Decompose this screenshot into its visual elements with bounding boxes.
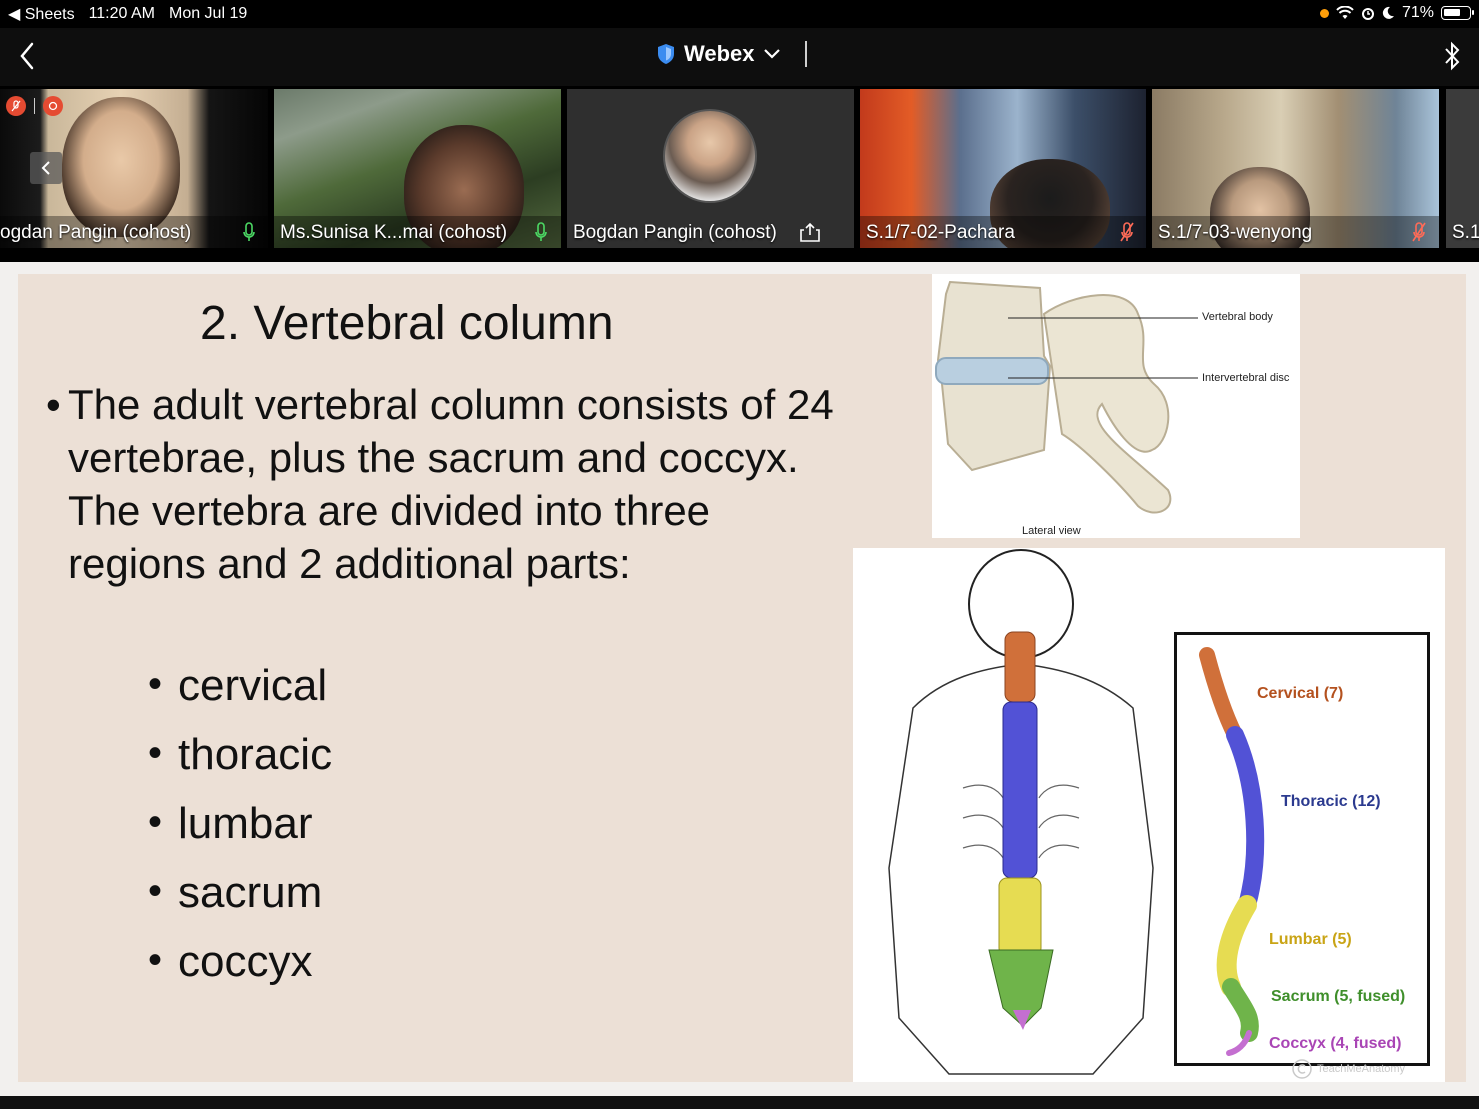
- alarm-icon: [1361, 8, 1374, 20]
- legend-sacrum: Sacrum (5, fused): [1271, 988, 1406, 1005]
- label-lateral-view: Lateral view: [1022, 525, 1081, 537]
- record-icon[interactable]: [43, 96, 63, 116]
- name-bar: [0, 216, 268, 248]
- chevron-down-icon: [763, 49, 780, 59]
- participant-name: ogdan Pangin (cohost): [0, 222, 192, 243]
- status-bar: ◀ Sheets 11:20 AM Mon Jul 19 71%: [0, 0, 1479, 28]
- participant-tile[interactable]: S.1/: [1446, 89, 1479, 248]
- slide-title: 2. Vertebral column: [200, 297, 614, 350]
- list-item: lumbar: [148, 795, 332, 866]
- vertebra-illustration: [935, 280, 1198, 514]
- participant-tile[interactable]: Ms.Sunisa K...mai (cohost): [274, 89, 561, 248]
- mic-on-icon: [243, 222, 255, 241]
- regions-list: cervical thoracic lumbar sacrum coccyx: [148, 657, 332, 1004]
- list-item: sacrum: [148, 864, 332, 935]
- meeting-header: Webex: [0, 28, 1479, 86]
- mute-indicator-icon[interactable]: [6, 96, 26, 116]
- participant-strip[interactable]: ogdan Pangin (cohost) Ms.Sunisa K...mai …: [0, 86, 1479, 254]
- image-credit-watermark: TeachMeAnatomy: [1291, 1058, 1405, 1080]
- legend-cervical: Cervical (7): [1257, 685, 1344, 702]
- shared-content-area[interactable]: 2. Vertebral column • The adult vertebra…: [0, 262, 1479, 1096]
- battery-icon: [1441, 6, 1474, 20]
- mic-on-icon: [535, 222, 547, 241]
- divider: [34, 98, 35, 114]
- participant-name: S.1/7-02-Pachara: [866, 222, 1015, 243]
- list-item: thoracic: [148, 726, 332, 797]
- legend-thoracic: Thoracic (12): [1281, 793, 1381, 810]
- participant-video: [1210, 167, 1310, 248]
- copyright-icon: [1292, 1059, 1312, 1079]
- presentation-slide: 2. Vertebral column • The adult vertebra…: [18, 274, 1466, 1082]
- list-item: coccyx: [148, 933, 332, 1004]
- participant-name: S.1/: [1452, 222, 1479, 243]
- vertebra-lateral-figure: Vertebral body Intervertebral disc Later…: [932, 274, 1300, 538]
- share-icon: [800, 222, 820, 242]
- moon-icon: [1382, 6, 1394, 19]
- participant-tile[interactable]: ogdan Pangin (cohost): [0, 89, 268, 248]
- strip-scroll-left-button[interactable]: [30, 152, 62, 184]
- mic-muted-icon: [1412, 222, 1426, 242]
- legend-coccyx: Coccyx (4, fused): [1269, 1035, 1402, 1052]
- avatar: [663, 109, 757, 203]
- paragraph-text: The adult vertebral column consists of 2…: [68, 381, 834, 481]
- posterior-skeleton-illustration: [888, 549, 1154, 1075]
- bluetooth-icon[interactable]: [1441, 40, 1463, 72]
- list-item: cervical: [148, 657, 332, 728]
- participant-video: [404, 125, 524, 248]
- spine-legend-box: Cervical (7) Thoracic (12) Lumbar (5) Sa…: [1174, 632, 1430, 1066]
- participant-name: S.1/7-03-wenyong: [1158, 222, 1313, 243]
- label-intervertebral-disc: Intervertebral disc: [1202, 372, 1290, 384]
- participant-name: Ms.Sunisa K...mai (cohost): [280, 222, 508, 243]
- back-to-app-link[interactable]: ◀ Sheets: [8, 6, 75, 23]
- participant-video: [990, 159, 1110, 248]
- legend-lumbar: Lumbar (5): [1269, 931, 1352, 948]
- battery-percent: 71%: [1401, 4, 1434, 21]
- paragraph-text-2: The vertebra are divided into three regi…: [68, 487, 711, 587]
- name-bar: [860, 216, 1146, 248]
- mic-muted-icon: [1120, 222, 1134, 242]
- wifi-icon: [1336, 6, 1354, 19]
- title-divider: [804, 41, 807, 67]
- meeting-title: Webex: [684, 41, 755, 66]
- credit-text: TeachMeAnatomy: [1317, 1063, 1406, 1075]
- name-bar: [274, 216, 561, 248]
- chevron-left-icon: [41, 161, 50, 175]
- participant-tile[interactable]: Bogdan Pangin (cohost): [567, 89, 854, 248]
- back-chevron-icon[interactable]: [14, 38, 42, 74]
- bottom-bar: [0, 1096, 1479, 1109]
- participant-name: Bogdan Pangin (cohost): [573, 222, 777, 243]
- battery-fill: [1444, 9, 1460, 16]
- label-vertebral-body: Vertebral body: [1202, 311, 1273, 323]
- status-time: 11:20 AM: [88, 5, 155, 22]
- bullet: •: [46, 381, 61, 428]
- participant-video: [62, 97, 180, 237]
- status-date: Mon Jul 19: [168, 5, 248, 22]
- meeting-title-dropdown[interactable]: Webex: [656, 41, 807, 67]
- spine-regions-figure: Cervical (7) Thoracic (12) Lumbar (5) Sa…: [853, 548, 1445, 1082]
- mic-in-use-indicator-icon: [1319, 8, 1329, 18]
- name-bar: [1152, 216, 1439, 248]
- participant-tile[interactable]: S.1/7-02-Pachara: [860, 89, 1146, 248]
- participant-tile[interactable]: S.1/7-03-wenyong: [1152, 89, 1439, 248]
- lateral-spine-illustration: [1199, 647, 1265, 1056]
- slide-paragraph: • The adult vertebral column consists of…: [46, 378, 856, 590]
- strip-controls: [6, 96, 63, 116]
- shield-icon: [658, 44, 674, 64]
